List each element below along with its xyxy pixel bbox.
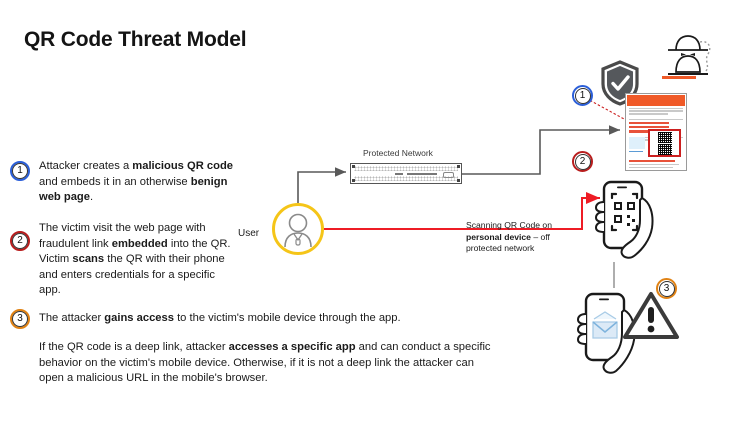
webpage-header-banner bbox=[627, 95, 685, 106]
mail-envelope-icon bbox=[592, 311, 618, 339]
firewall-appliance-icon bbox=[350, 163, 462, 184]
diagram-marker-3-number: 3 bbox=[658, 280, 675, 297]
path-user-to-network bbox=[297, 167, 346, 203]
webpage-thumbnail-with-qr bbox=[625, 93, 687, 171]
diagram-marker-3: 3 bbox=[656, 278, 677, 299]
step-3-marker: 3 bbox=[10, 309, 30, 329]
step-1-text: Attacker creates a malicious QR code and… bbox=[39, 160, 233, 203]
closing-paragraph: If the QR code is a deep link, attacker … bbox=[39, 341, 491, 384]
diagram-marker-1-number: 1 bbox=[574, 87, 591, 104]
hacker-figure-icon bbox=[662, 28, 724, 80]
step-1-marker: 1 bbox=[10, 161, 30, 181]
qr-code-image-2 bbox=[657, 144, 672, 155]
qr-code-image-1 bbox=[657, 132, 672, 143]
network-label: Protected Network bbox=[363, 148, 433, 158]
step-2-marker: 2 bbox=[10, 231, 30, 251]
step-1-number: 1 bbox=[12, 163, 28, 179]
diagram-marker-2-number: 2 bbox=[574, 153, 591, 170]
scan-note: Scanning QR Code on personal device – of… bbox=[466, 220, 552, 253]
user-label: User bbox=[238, 228, 260, 239]
hand-holding-phone-qr-icon bbox=[590, 176, 662, 268]
webpage-qr-highlight-box bbox=[648, 129, 681, 157]
hand-holding-phone-mail-icon bbox=[570, 288, 648, 384]
step-2-number: 2 bbox=[12, 233, 28, 249]
warning-triangle-icon bbox=[622, 290, 680, 342]
user-node bbox=[272, 203, 324, 255]
path-network-to-webpage bbox=[462, 125, 620, 175]
step-3-text: The attacker gains access to the victim'… bbox=[39, 312, 401, 324]
step-2-text: The victim visit the web page with fraud… bbox=[39, 222, 231, 296]
step-3-number: 3 bbox=[12, 311, 28, 327]
diagram-marker-1: 1 bbox=[572, 85, 593, 106]
hacker-accent-bar bbox=[662, 76, 696, 79]
person-icon bbox=[284, 213, 312, 248]
diagram-marker-2: 2 bbox=[572, 151, 593, 172]
page-title: QR Code Threat Model bbox=[24, 28, 247, 51]
shield-check-icon bbox=[600, 60, 640, 106]
